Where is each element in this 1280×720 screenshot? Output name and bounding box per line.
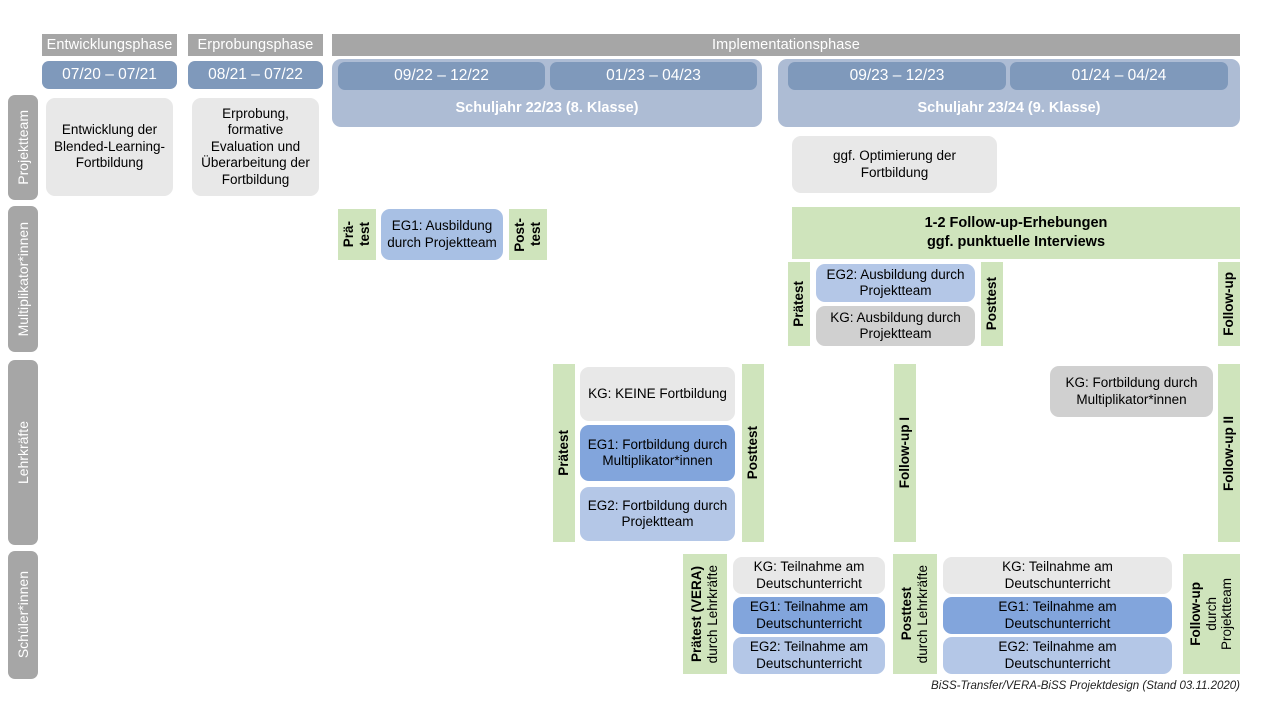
lehrkraefte-followup-2: Follow-up II	[1218, 364, 1240, 542]
schueler-eg2-box-2: EG2: Teilnahme am Deutschunterricht	[943, 637, 1172, 674]
phase-label: Implementationsphase	[712, 37, 860, 53]
multiplikatoren-kg-box: KG: Ausbildung durch Projektteam	[816, 306, 975, 346]
multiplikatoren-posttest-1: Post- test	[509, 209, 547, 260]
multiplikatoren-eg2-box: EG2: Ausbildung durch Projektteam	[816, 264, 975, 302]
schueler-eg1-box-2: EG1: Teilnahme am Deutschunterricht	[943, 597, 1172, 634]
praetest-label-line2: test	[357, 222, 372, 247]
projektteam-entwicklung-box: Entwicklung der Blended-Learning-Fortbil…	[46, 98, 173, 196]
date-pill-p5: 09/23 – 12/23	[788, 62, 1006, 90]
date-pill-p2: 08/21 – 07/22	[188, 61, 323, 89]
phase-header-entwicklungsphase: Entwicklungsphase	[42, 34, 177, 56]
schueler-kg-box-2: KG: Teilnahme am Deutschunterricht	[943, 557, 1172, 594]
followup-banner-line2: ggf. punktuelle Interviews	[926, 234, 1106, 250]
praetest-label-line1: Prä-	[341, 221, 357, 248]
footer-credit: BiSS-Transfer/VERA-BiSS Projektdesign (S…	[931, 680, 1240, 692]
row-label-projektteam: Projektteam	[8, 95, 38, 200]
phase-header-implementationsphase: Implementationsphase	[332, 34, 1240, 56]
date-pill-p3: 09/22 – 12/22	[338, 62, 545, 90]
followup-sub-label-2: Projektteam	[1219, 577, 1235, 651]
lehrkraefte-eg1-box: EG1: Fortbildung durch Multiplikator*inn…	[580, 425, 735, 481]
projektteam-optimierung-box: ggf. Optimierung der Fortbildung	[792, 136, 997, 193]
multiplikatoren-eg1-box: EG1: Ausbildung durch Projektteam	[381, 209, 503, 260]
projektteam-erprobung-box: Erprobung, formative Evaluation und Über…	[192, 98, 319, 196]
schuljahr-group-2324: 09/23 – 12/23 01/24 – 04/24 Schuljahr 23…	[778, 59, 1240, 127]
schuljahr-label-2223: Schuljahr 22/23 (8. Klasse)	[455, 100, 639, 116]
praetest-sub-label: durch Lehrkräfte	[705, 564, 720, 664]
date-pill-p4: 01/23 – 04/23	[550, 62, 757, 90]
date-range-label: 08/21 – 07/22	[208, 66, 303, 83]
followup-banner-line1: 1-2 Follow-up-Erhebungen	[924, 215, 1108, 232]
date-pill-p1: 07/20 – 07/21	[42, 61, 177, 89]
multiplikatoren-posttest-2: Posttest	[981, 262, 1003, 346]
multiplikatoren-praetest-1: Prä- test	[338, 209, 376, 260]
phase-label: Entwicklungsphase	[46, 37, 173, 53]
lehrkraefte-eg2-box: EG2: Fortbildung durch Projektteam	[580, 487, 735, 541]
posttest-label-line2: test	[528, 222, 543, 247]
schueler-eg2-box-1: EG2: Teilnahme am Deutschunterricht	[733, 637, 885, 674]
lehrkraefte-praetest: Prätest	[553, 364, 575, 542]
schueler-posttest: Posttest durch Lehrkräfte	[893, 554, 937, 674]
phase-label: Erprobungsphase	[197, 37, 314, 53]
lehrkraefte-posttest: Posttest	[742, 364, 764, 542]
multiplikatoren-followup-banner: 1-2 Follow-up-Erhebungen ggf. punktuelle…	[792, 207, 1240, 259]
followup-sub-label-1: durch	[1203, 597, 1219, 631]
schueler-kg-box-1: KG: Teilnahme am Deutschunterricht	[733, 557, 885, 594]
date-range-label: 01/24 – 04/24	[1071, 67, 1167, 84]
schueler-followup: Follow-up durch Projektteam	[1183, 554, 1240, 674]
date-pill-p6: 01/24 – 04/24	[1010, 62, 1228, 90]
multiplikatoren-praetest-2: Prätest	[788, 262, 810, 346]
date-range-label: 09/23 – 12/23	[849, 67, 945, 84]
followup-main-label: Follow-up	[1188, 582, 1204, 646]
phase-header-erprobungsphase: Erprobungsphase	[188, 34, 323, 56]
lehrkraefte-kg-fortbildung-box: KG: Fortbildung durch Multiplikator*inne…	[1050, 366, 1213, 417]
lehrkraefte-followup-1: Follow-up I	[894, 364, 916, 542]
schueler-eg1-box-1: EG1: Teilnahme am Deutschunterricht	[733, 597, 885, 634]
posttest-main-label: Posttest	[899, 587, 915, 641]
posttest-sub-label: durch Lehrkräfte	[915, 564, 930, 664]
row-label-lehrkraefte: Lehrkräfte	[8, 360, 38, 545]
multiplikatoren-followup: Follow-up	[1218, 262, 1240, 346]
lehrkraefte-kg-box: KG: KEINE Fortbildung	[580, 367, 735, 421]
posttest-label-line1: Post-	[512, 217, 528, 252]
date-range-label: 07/20 – 07/21	[62, 66, 157, 83]
row-label-multiplikatoren: Multiplikator*innen	[8, 206, 38, 352]
praetest-main-label: Prätest (VERA)	[689, 565, 705, 663]
schuljahr-group-2223: 09/22 – 12/22 01/23 – 04/23 Schuljahr 22…	[332, 59, 762, 127]
schueler-praetest: Prätest (VERA) durch Lehrkräfte	[683, 554, 727, 674]
schuljahr-label-2324: Schuljahr 23/24 (9. Klasse)	[917, 100, 1101, 116]
date-range-label: 09/22 – 12/22	[394, 67, 489, 84]
row-label-schueler: Schüler*innen	[8, 551, 38, 679]
date-range-label: 01/23 – 04/23	[606, 67, 701, 84]
